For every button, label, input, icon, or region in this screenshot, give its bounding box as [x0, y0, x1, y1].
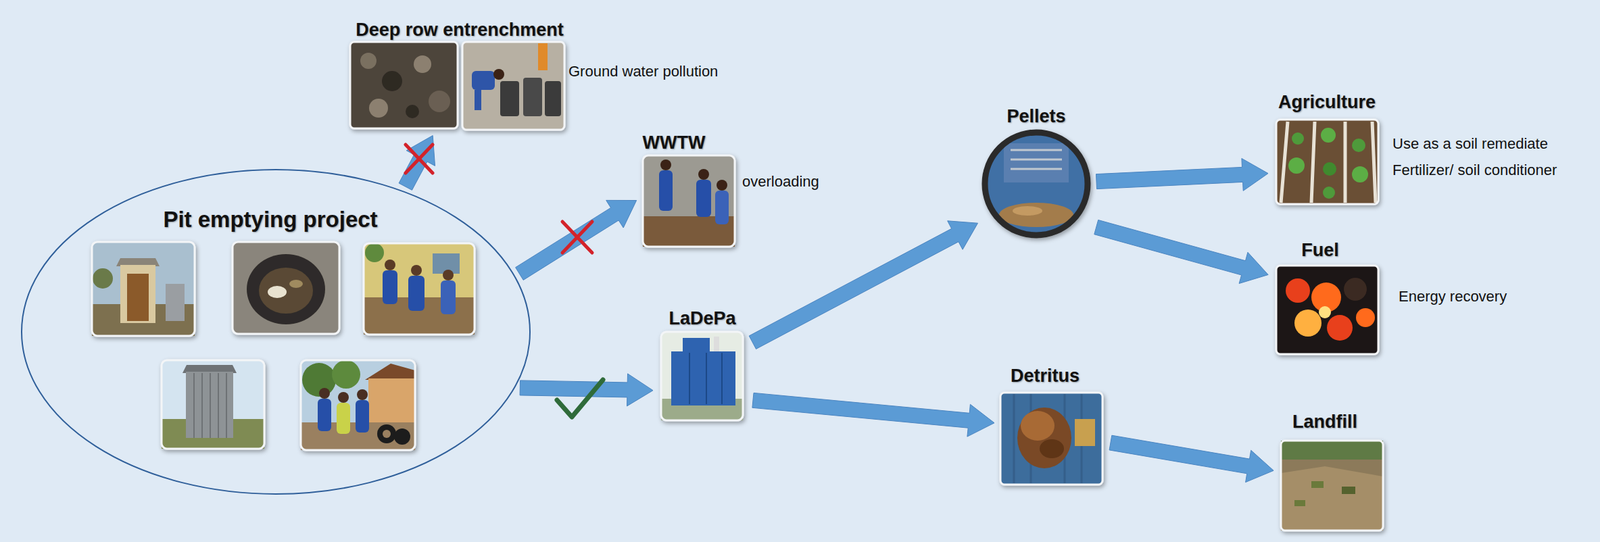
metal-hut-photo	[161, 360, 265, 449]
block-arrow	[752, 392, 995, 437]
stage-note: overloading	[742, 173, 820, 191]
accept-check	[556, 379, 603, 418]
stage-node: LaDePa	[655, 304, 749, 423]
workers-yard-photo	[300, 360, 416, 451]
stage-node: Detritus	[997, 361, 1107, 488]
stage-node: AgricultureUse as a soil remediateFertil…	[1270, 87, 1589, 209]
text-slot: Pellets	[1006, 105, 1066, 128]
garden-beds-photo	[1276, 119, 1379, 205]
block-arrow	[1094, 220, 1269, 284]
stage-title: Pit emptying project	[162, 206, 378, 234]
stage-note: Energy recovery	[1398, 287, 1507, 306]
pellets-photo	[984, 132, 1088, 236]
block-arrow	[1109, 435, 1274, 482]
block-arrow	[398, 135, 435, 191]
trench-drums-photo	[462, 41, 565, 130]
stage-title: Fuel	[1301, 239, 1340, 261]
stage-title: Deep row entrenchment	[355, 18, 564, 41]
stage-title: WWTW	[642, 131, 706, 154]
block-arrow	[515, 200, 637, 280]
text-slot: LaDePa	[668, 307, 736, 330]
text-slot: Energy recovery	[1398, 287, 1507, 306]
text-slot: Fuel	[1301, 239, 1340, 261]
stage-title: Pellets	[1006, 105, 1066, 128]
outhouse-photo	[91, 241, 195, 336]
reject-cross	[562, 221, 593, 253]
block-arrow	[748, 221, 978, 350]
text-slot: Landfill	[1292, 410, 1358, 433]
toilet-pit-photo	[232, 241, 340, 334]
stage-node: WWTW overloading	[638, 128, 842, 251]
workers-photo	[363, 243, 475, 335]
stage-node: Pellets	[980, 101, 1093, 240]
text-slot: Pit emptying project	[162, 206, 378, 234]
stage-node: Deep row entrenchmentGround water pollut…	[348, 16, 731, 134]
stage-note: Use as a soil remediate	[1392, 135, 1548, 153]
stage-note: Fertilizer/ soil conditioner	[1392, 161, 1557, 180]
stage-node: FuelEnergy recovery	[1270, 236, 1521, 359]
text-slot: Detritus	[1010, 365, 1080, 387]
text-slot: Fertilizer/ soil conditioner	[1392, 161, 1557, 180]
text-slot: Use as a soil remediate	[1392, 135, 1548, 153]
trench-soil-photo	[350, 41, 458, 129]
text-slot: overloading	[742, 173, 820, 191]
treatment-works-photo	[642, 155, 735, 247]
block-arrow	[1096, 158, 1269, 191]
text-slot: WWTW	[642, 131, 706, 154]
text-slot: Ground water pollution	[568, 62, 718, 81]
stage-title: Detritus	[1010, 365, 1080, 387]
ellipse-outline	[21, 169, 530, 495]
stage-title: Agriculture	[1278, 91, 1376, 113]
reject-cross	[405, 144, 433, 174]
stage-note: Ground water pollution	[568, 62, 718, 81]
landfill-photo	[1280, 440, 1384, 531]
stage-title: LaDePa	[668, 307, 736, 330]
stage-node: Landfill	[1276, 407, 1388, 535]
ladepa-machine-photo	[661, 331, 743, 421]
text-slot: Agriculture	[1278, 91, 1376, 113]
stage-title: Landfill	[1292, 410, 1358, 433]
burning-coals-photo	[1276, 265, 1379, 355]
detritus-photo	[1000, 392, 1103, 485]
text-slot: Deep row entrenchment	[355, 18, 564, 41]
ellipse-group: Pit emptying project	[20, 168, 532, 496]
